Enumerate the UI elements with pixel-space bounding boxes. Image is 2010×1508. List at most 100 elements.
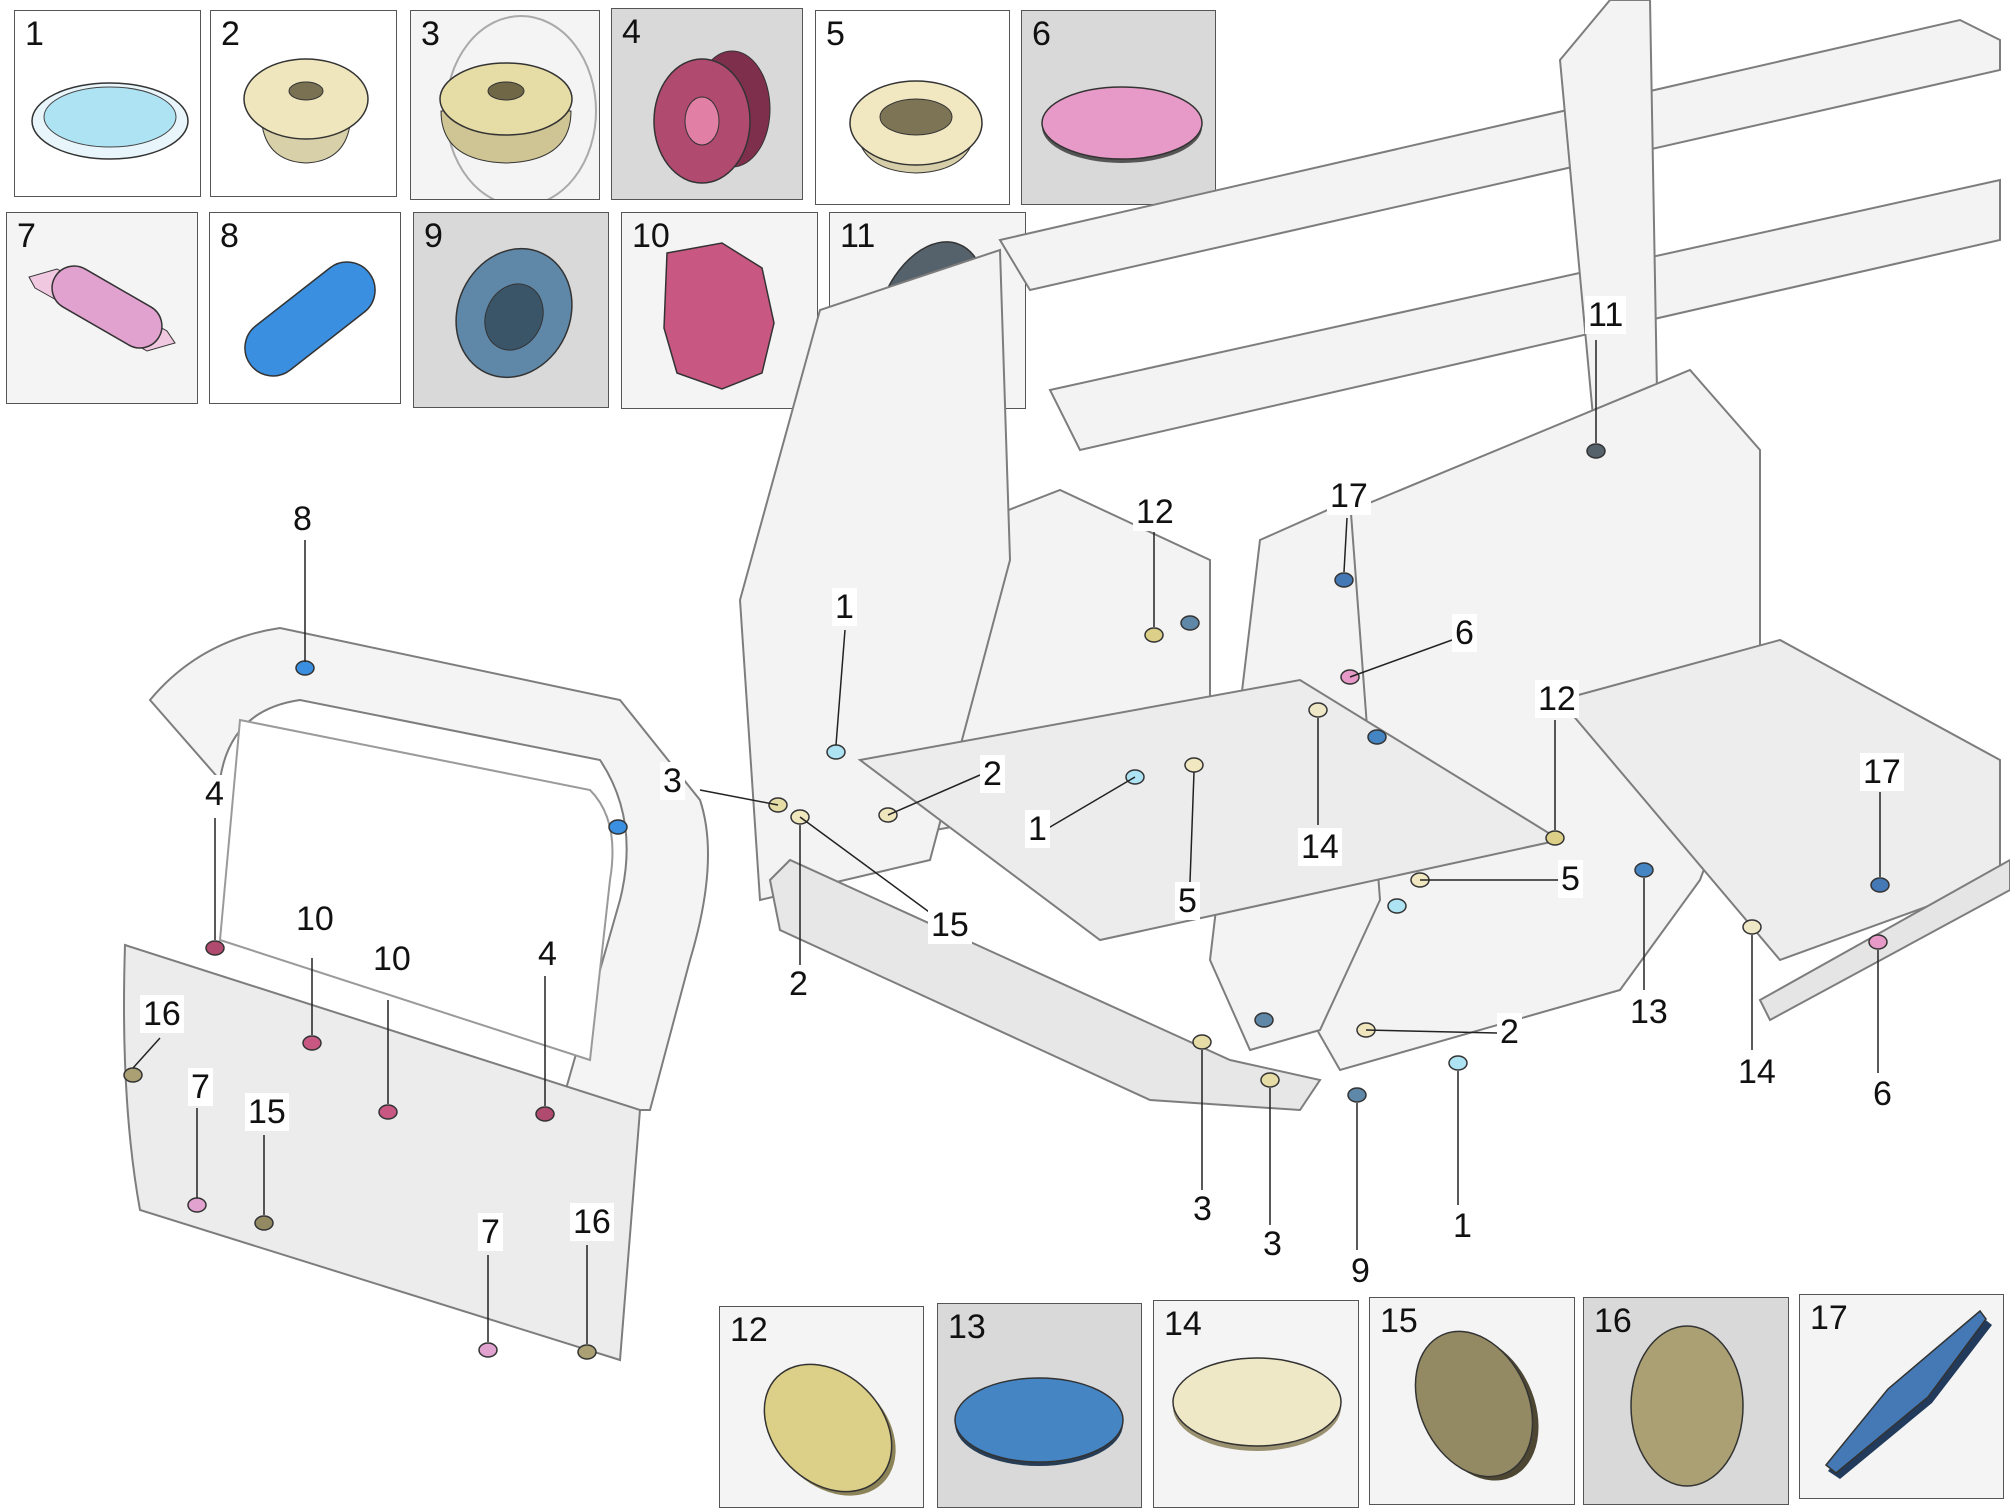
part-8-image [244,261,376,377]
part-6-image [1041,86,1203,163]
callout-label: 4 [202,775,227,813]
part-8-marker [295,660,315,676]
part-4-image [653,50,771,184]
part-1-marker [1448,1055,1468,1071]
callout-label: 4 [535,935,560,973]
part-panel-7: 7 [6,212,198,404]
part-8-marker [608,819,628,835]
part-number-label: 15 [1380,1302,1418,1340]
part-3-image [439,15,597,199]
part-9-marker [1347,1087,1367,1103]
callout-label: 10 [370,940,414,978]
leader-line [699,789,779,806]
part-11-marker [1586,443,1606,459]
part-number-label: 11 [840,217,876,255]
part-9-marker [1180,615,1200,631]
callout-label: 16 [140,995,184,1033]
callout-label: 5 [1175,882,1200,920]
callout-label: 6 [1870,1075,1895,1113]
leader-line [887,774,981,816]
part-12-marker [1144,627,1164,643]
part-number-label: 10 [632,217,670,255]
part-number-label: 4 [622,13,641,51]
part-4-marker [535,1106,555,1122]
part-panel-1: 1 [14,10,201,197]
part-15-image [1414,1330,1539,1481]
part-3-marker [1192,1034,1212,1050]
part-4-marker [205,940,225,956]
callout-label: 16 [570,1203,614,1241]
part-5-marker [1184,757,1204,773]
callout-label: 2 [980,755,1005,793]
part-13-marker [1634,862,1654,878]
part-7-marker [478,1342,498,1358]
callout-label: 1 [832,588,857,626]
part-17-image [1824,1309,1992,1479]
part-panel-3: 3 [410,10,600,200]
part-12-image [763,1363,896,1496]
callout-label: 2 [786,965,811,1003]
leader-lines [132,340,1881,1344]
callout-label: 14 [1298,828,1342,866]
part-16-image [1630,1325,1744,1487]
part-6-marker [1868,934,1888,950]
part-panel-12: 12 [719,1306,924,1508]
part-panel-4: 4 [611,8,803,200]
part-16-marker [123,1067,143,1083]
part-number-label: 7 [17,217,36,255]
leader-line [132,1037,161,1069]
callout-label: 15 [928,906,972,944]
callout-label: 12 [1133,493,1177,531]
leader-line [835,629,846,746]
part-13-marker [1367,729,1387,745]
part-panel-16: 16 [1583,1297,1789,1505]
part-panel-9: 9 [413,212,609,408]
part-13-image [954,1377,1124,1466]
part-number-label: 12 [730,1311,768,1349]
callout-label: 12 [1535,680,1579,718]
part-number-label: 6 [1032,15,1051,53]
part-12-marker [1545,830,1565,846]
callout-label: 8 [290,500,315,538]
callout-label: 3 [1260,1225,1285,1263]
callout-label: 14 [1735,1053,1779,1091]
part-17-marker [1870,877,1890,893]
leader-line [1343,517,1348,573]
part-7-image [28,265,176,352]
part-number-label: 3 [421,15,440,53]
leader-line [1189,771,1195,883]
callout-label: 3 [660,762,685,800]
part-10-image [663,242,775,390]
part-panel-8: 8 [209,212,401,404]
part-panel-2: 2 [210,10,397,197]
callout-label: 10 [293,900,337,938]
part-3-marker [1260,1072,1280,1088]
part-panel-14: 14 [1153,1300,1359,1508]
leader-line [1044,776,1136,831]
callout-label: 1 [1025,810,1050,848]
callout-label: 1 [1450,1207,1475,1245]
callout-label: 9 [1348,1252,1373,1290]
part-14-marker [1742,919,1762,935]
callout-label: 2 [1497,1013,1522,1051]
part-17-marker [1334,572,1354,588]
leader-line [1365,1029,1498,1034]
part-14-marker [1308,702,1328,718]
part-number-label: 1 [25,15,44,53]
tailgate [123,626,709,1362]
part-number-label: 17 [1810,1299,1848,1337]
callout-label: 15 [245,1093,289,1131]
part-number-label: 13 [948,1308,986,1346]
part-5-image [849,80,983,174]
part-number-label: 9 [424,217,443,255]
part-1-marker [826,744,846,760]
callout-label: 17 [1860,753,1904,791]
callout-label: 13 [1627,993,1671,1031]
leader-line [1349,639,1453,678]
callout-label: 7 [188,1068,213,1106]
part-7-marker [187,1197,207,1213]
part-1-marker [1387,898,1407,914]
part-number-label: 14 [1164,1305,1202,1343]
body-structure [738,0,2010,1112]
part-number-label: 16 [1594,1302,1632,1340]
